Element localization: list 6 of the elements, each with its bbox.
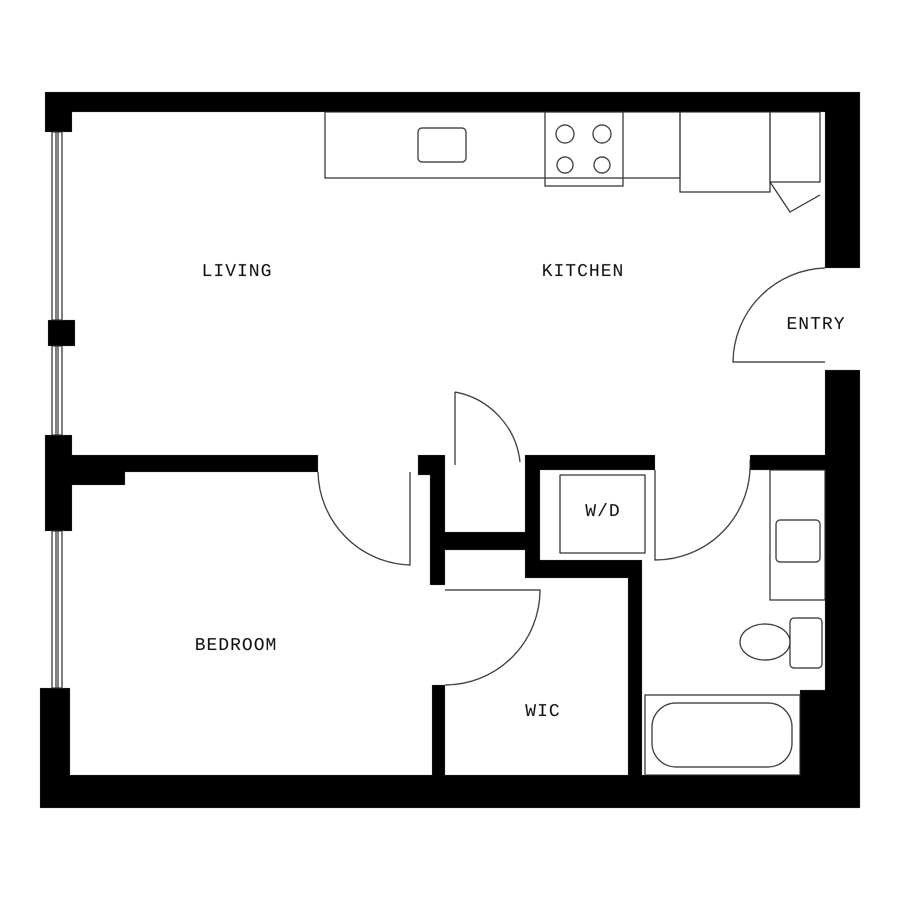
room-label: W/D: [585, 502, 621, 522]
room-label: KITCHEN: [542, 262, 624, 282]
room-label: WIC: [525, 702, 561, 722]
room-label: BEDROOM: [194, 636, 278, 656]
room-label: ENTRY: [786, 315, 846, 335]
room-label: LIVING: [202, 262, 272, 282]
